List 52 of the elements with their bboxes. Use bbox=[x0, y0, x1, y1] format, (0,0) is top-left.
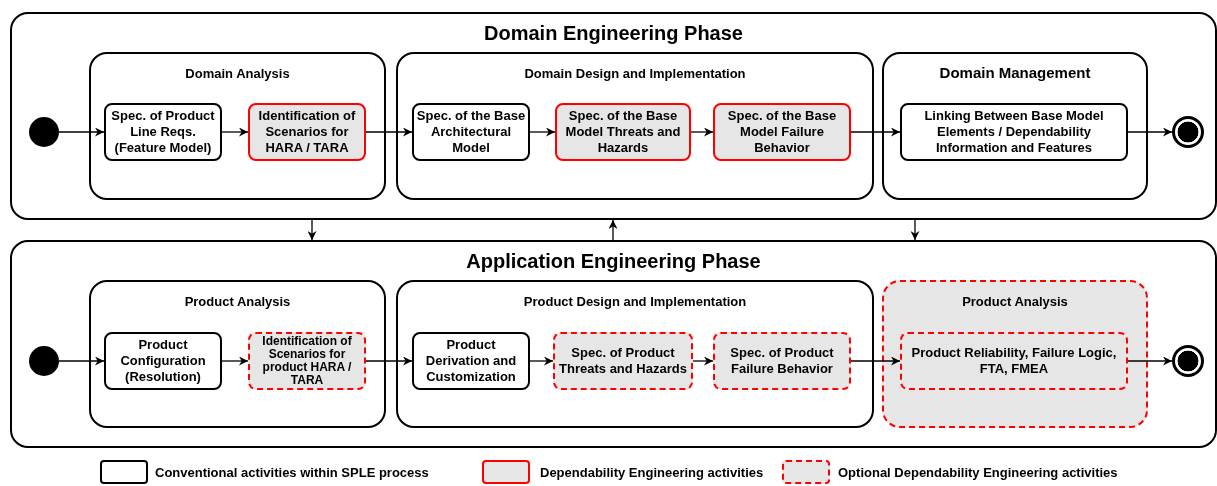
phase-title: Application Engineering Phase bbox=[465, 250, 762, 273]
final-node-circle bbox=[1172, 345, 1204, 377]
arrow bbox=[910, 219, 920, 241]
activity-box: Linking Between Base Model Elements / Dependability Information and Features bbox=[900, 103, 1128, 161]
dependability-activity-box: Spec. of the Base Model Threats and Hazards bbox=[555, 103, 691, 161]
activity-group-frame bbox=[396, 280, 874, 428]
dependability-activity-box: Spec. of the Base Model Failure Behavior bbox=[713, 103, 851, 161]
activity-group-frame bbox=[89, 52, 386, 200]
activity-group-frame bbox=[396, 52, 874, 200]
arrow bbox=[850, 356, 901, 366]
legend-text: Optional Dependability Engineering activities bbox=[838, 465, 1118, 480]
phase-frame bbox=[10, 12, 1217, 220]
arrow bbox=[365, 356, 413, 366]
activity-box: Product Derivation and Customization bbox=[412, 332, 530, 390]
activity-box: Product Configuration (Resolution) bbox=[104, 332, 222, 390]
optional-activity-box: Spec. of Product Failure Behavior bbox=[713, 332, 851, 390]
arrow bbox=[221, 356, 249, 366]
arrow bbox=[221, 127, 249, 137]
arrow bbox=[692, 356, 714, 366]
legend-text: Dependability Engineering activities bbox=[540, 465, 764, 480]
activity-box: Spec. of Product Line Reqs. (Feature Model) bbox=[104, 103, 222, 161]
arrow bbox=[58, 127, 105, 137]
optional-activity-box: Identification of Scenarios for product HARA / TARA bbox=[248, 332, 366, 390]
phase-title: Domain Engineering Phase bbox=[483, 22, 744, 45]
activity-group-frame bbox=[882, 52, 1148, 200]
group-title: Product Analysis bbox=[183, 294, 292, 309]
arrow bbox=[529, 127, 556, 137]
dependability-activity-box: Identification of Scenarios for HARA / TARA bbox=[248, 103, 366, 161]
optional-activity-box: Spec. of Product Threats and Hazards bbox=[553, 332, 693, 390]
arrow bbox=[529, 356, 554, 366]
final-node-circle bbox=[1172, 116, 1204, 148]
optional-activity-box: Product Reliability, Failure Logic, FTA, FMEA bbox=[900, 332, 1128, 390]
initial-node-circle bbox=[29, 346, 59, 376]
arrow bbox=[307, 219, 317, 241]
arrow bbox=[850, 127, 901, 137]
group-title: Domain Analysis bbox=[184, 66, 291, 81]
arrow bbox=[690, 127, 714, 137]
arrow bbox=[1127, 127, 1173, 137]
arrow bbox=[58, 356, 105, 366]
initial-node-circle bbox=[29, 117, 59, 147]
group-title: Domain Design and Implementation bbox=[523, 66, 747, 81]
arrow bbox=[365, 127, 413, 137]
group-title: Domain Management bbox=[938, 64, 1092, 81]
legend-text: Conventional activities within SPLE process bbox=[155, 465, 429, 480]
group-title: Product Analysis bbox=[961, 294, 1069, 309]
activity-group-frame bbox=[89, 280, 386, 428]
optional-group-frame bbox=[882, 280, 1148, 428]
phase-frame bbox=[10, 240, 1217, 448]
arrow bbox=[1127, 356, 1173, 366]
group-title: Product Design and Implementation bbox=[522, 294, 748, 309]
activity-box: Spec. of the Base Architectural Model bbox=[412, 103, 530, 161]
arrow bbox=[608, 219, 618, 241]
